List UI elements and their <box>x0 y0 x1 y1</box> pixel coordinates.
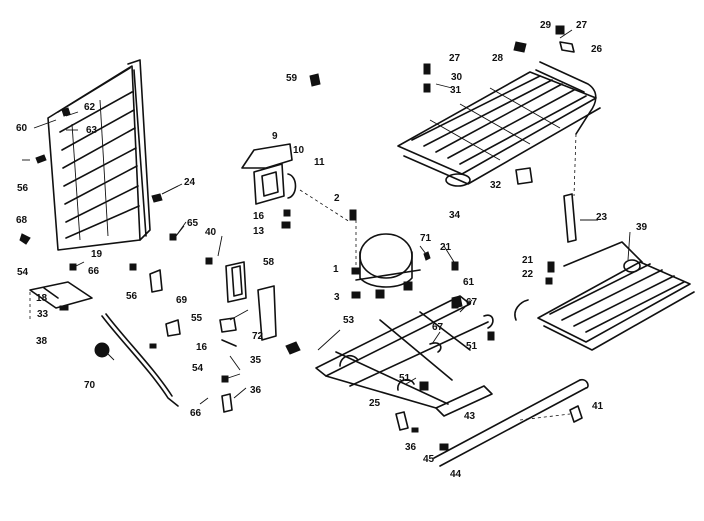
callout-30: 30 <box>451 72 463 83</box>
callout-32: 32 <box>490 180 502 191</box>
callout-29: 29 <box>540 20 552 31</box>
callout-38: 38 <box>36 336 48 347</box>
callout-36: 36 <box>250 385 262 396</box>
callout-31: 31 <box>450 85 462 96</box>
callout-21: 21 <box>440 242 452 253</box>
callout-9: 9 <box>272 131 278 142</box>
callout-39: 39 <box>636 222 648 233</box>
misc-parts <box>423 251 494 329</box>
leader-lines <box>33 29 631 399</box>
callout-56b: 56 <box>126 291 138 302</box>
callout-23: 23 <box>596 212 608 223</box>
callout-35: 35 <box>250 355 262 366</box>
callout-1: 1 <box>333 264 339 275</box>
callout-53: 53 <box>343 315 355 326</box>
base-frame <box>285 295 495 417</box>
callout-45: 45 <box>423 454 435 465</box>
callout-62: 62 <box>84 102 96 113</box>
callout-27b: 27 <box>576 20 588 31</box>
evaporator-upper <box>397 25 601 187</box>
callout-27: 27 <box>449 53 461 64</box>
callout-54: 54 <box>17 267 29 278</box>
callout-26: 26 <box>591 44 603 55</box>
callout-60: 60 <box>16 123 28 134</box>
callout-40: 40 <box>205 227 217 238</box>
callout-43: 43 <box>464 411 476 422</box>
callout-21b: 21 <box>522 255 534 266</box>
callout-65: 65 <box>187 218 199 229</box>
callout-56: 56 <box>17 183 29 194</box>
callout-44: 44 <box>450 469 462 480</box>
callout-51b: 51 <box>399 373 411 384</box>
callout-41: 41 <box>592 401 604 412</box>
callout-33: 33 <box>37 309 49 320</box>
callout-68: 68 <box>16 215 28 226</box>
callout-66b: 66 <box>190 408 202 419</box>
mid-left-parts <box>129 185 277 413</box>
callout-55: 55 <box>191 313 203 324</box>
callout-66: 66 <box>88 266 100 277</box>
callout-25: 25 <box>369 398 381 409</box>
callout-24: 24 <box>184 177 196 188</box>
evaporator-lower <box>514 133 695 351</box>
callout-72: 72 <box>252 331 264 342</box>
callout-11: 11 <box>314 157 325 168</box>
callout-58: 58 <box>263 257 275 268</box>
callout-36b: 36 <box>405 442 417 453</box>
callout-67: 67 <box>466 297 478 308</box>
callout-3: 3 <box>334 292 340 303</box>
compressor <box>299 189 421 299</box>
callout-16b: 16 <box>253 211 265 222</box>
callout-51: 51 <box>466 341 478 352</box>
callout-10: 10 <box>293 145 305 156</box>
callout-2: 2 <box>334 193 340 204</box>
callout-54b: 54 <box>192 363 204 374</box>
callout-70: 70 <box>84 380 96 391</box>
callout-34: 34 <box>449 210 461 221</box>
callout-19: 19 <box>91 249 103 260</box>
callout-63: 63 <box>86 125 98 136</box>
control-box <box>241 73 321 229</box>
callout-28: 28 <box>492 53 504 64</box>
callout-22: 22 <box>522 269 534 280</box>
callout-59: 59 <box>286 73 298 84</box>
callout-13: 13 <box>253 226 265 237</box>
lower-parts <box>395 378 589 467</box>
callout-16: 16 <box>196 342 208 353</box>
callout-67b: 67 <box>432 322 444 333</box>
left-small-parts <box>19 154 179 407</box>
callout-71: 71 <box>420 233 432 244</box>
callout-18: 18 <box>36 293 48 304</box>
condenser-panel <box>47 59 151 251</box>
callout-61: 61 <box>463 277 475 288</box>
callout-69: 69 <box>176 295 188 306</box>
